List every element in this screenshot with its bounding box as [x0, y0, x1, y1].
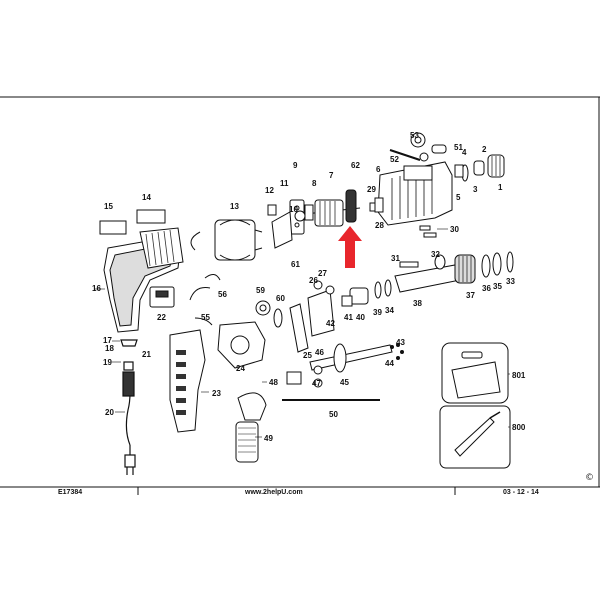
part-number-51: 51	[454, 143, 463, 152]
part-number-800: 800	[512, 423, 526, 432]
part-number-8: 8	[312, 179, 317, 188]
label-plate-14	[136, 209, 166, 224]
part-number-19: 19	[103, 358, 112, 367]
part-number-10: 10	[289, 205, 298, 214]
lock-button	[286, 371, 302, 385]
part-number-18: 18	[105, 344, 114, 353]
pins	[419, 225, 437, 238]
small-rings	[313, 280, 335, 295]
part-number-23: 23	[212, 389, 221, 398]
part-number-29: 29	[367, 185, 376, 194]
part-number-15: 15	[104, 202, 113, 211]
part-number-1: 1	[498, 183, 503, 192]
part-number-2: 2	[482, 145, 487, 154]
part-number-47: 47	[312, 379, 321, 388]
pin-parts	[389, 132, 447, 162]
part-number-28: 28	[375, 221, 384, 230]
part-number-33: 33	[506, 277, 515, 286]
part-number-11: 11	[280, 179, 289, 188]
part-number-4: 4	[462, 148, 467, 157]
part-number-24: 24	[236, 364, 245, 373]
copyright-symbol: ©	[585, 473, 594, 483]
part-number-27: 27	[318, 269, 327, 278]
grease-gun-box	[439, 405, 511, 469]
part-number-40: 40	[356, 313, 365, 322]
part-number-35: 35	[493, 282, 502, 291]
part-number-30: 30	[450, 225, 459, 234]
part-number-36: 36	[482, 284, 491, 293]
part-number-38: 38	[413, 299, 422, 308]
wire-clips	[189, 274, 221, 326]
switch	[149, 286, 175, 308]
part-number-62: 62	[351, 161, 360, 170]
rear-grip	[169, 329, 206, 433]
part-number-6: 6	[376, 165, 381, 174]
part-number-53: 53	[410, 131, 419, 140]
part-number-21: 21	[142, 350, 151, 359]
part-number-16: 16	[92, 284, 101, 293]
part-number-9: 9	[293, 161, 298, 170]
power-cord	[120, 339, 138, 475]
part-number-12: 12	[265, 186, 274, 195]
part-number-41: 41	[344, 313, 353, 322]
model-code: E17384	[58, 489, 82, 496]
part-number-25: 25	[303, 351, 312, 360]
stator	[190, 219, 263, 261]
part-number-26: 26	[309, 276, 318, 285]
part-number-45: 45	[340, 378, 349, 387]
front-collar	[454, 154, 505, 182]
part-number-7: 7	[329, 171, 334, 180]
part-number-46: 46	[315, 348, 324, 357]
handle-housing	[103, 227, 184, 333]
part-number-39: 39	[373, 308, 382, 317]
sheet-frame	[0, 96, 600, 488]
part-number-61: 61	[291, 260, 300, 269]
part-number-34: 34	[385, 306, 394, 315]
part-number-52: 52	[390, 155, 399, 164]
part-number-50: 50	[329, 410, 338, 419]
plate-25	[289, 303, 309, 353]
highlight-arrow	[338, 226, 362, 268]
revision-date: 03 - 12 - 14	[503, 489, 539, 496]
part-number-801: 801	[512, 371, 526, 380]
side-handle	[235, 392, 267, 463]
fan-baffle	[271, 211, 293, 249]
part-number-13: 13	[230, 202, 239, 211]
part-number-20: 20	[105, 408, 114, 417]
part-number-44: 44	[385, 359, 394, 368]
part-number-22: 22	[157, 313, 166, 322]
part-number-14: 14	[142, 193, 151, 202]
bearing-59	[255, 300, 271, 316]
part-number-17: 17	[103, 336, 112, 345]
part-number-49: 49	[264, 434, 273, 443]
part-number-59: 59	[256, 286, 265, 295]
label-plate-15	[99, 220, 127, 235]
hammer-mechanism	[394, 251, 514, 293]
part-number-60: 60	[276, 294, 285, 303]
spindle-parts	[307, 279, 392, 337]
part-number-48: 48	[269, 378, 278, 387]
seal-60	[273, 308, 283, 328]
part-number-3: 3	[473, 185, 478, 194]
leader-lines	[94, 228, 510, 438]
armature	[295, 189, 361, 227]
website: www.2helpU.com	[244, 489, 303, 496]
part-number-5: 5	[456, 193, 461, 202]
part-number-42: 42	[326, 319, 335, 328]
part-number-31: 31	[391, 254, 400, 263]
intermediate-shaft	[309, 343, 404, 388]
part-number-55: 55	[201, 313, 210, 322]
part-number-43: 43	[396, 338, 405, 347]
part-number-32: 32	[431, 250, 440, 259]
gear-housing	[374, 161, 453, 226]
footer-rules	[137, 487, 456, 495]
part-number-56: 56	[218, 290, 227, 299]
carry-case	[441, 342, 509, 404]
part-number-37: 37	[466, 291, 475, 300]
gearbox-cover	[217, 321, 266, 369]
